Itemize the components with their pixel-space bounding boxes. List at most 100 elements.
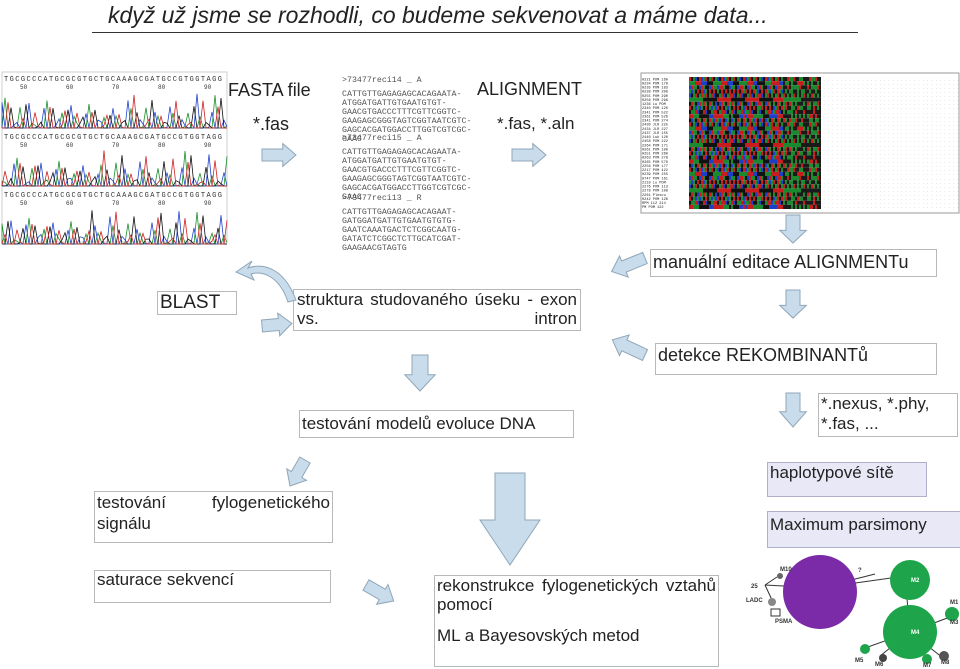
alignment-cell	[739, 180, 741, 185]
alignment-cell	[753, 155, 755, 160]
alignment-cell	[819, 134, 821, 139]
alignment-cell	[747, 184, 749, 189]
alignment-cell	[807, 188, 809, 193]
alignment-row-label: 0256 POM 296	[642, 99, 668, 103]
alignment-cell	[703, 118, 705, 123]
parsimony-box: Maximum parsimony	[767, 511, 960, 548]
alignment-cell	[759, 184, 761, 189]
alignment-cell	[805, 105, 807, 111]
alignment-cell	[713, 171, 715, 177]
alignment-cell	[781, 192, 783, 197]
alignment-cell	[723, 101, 725, 106]
alignment-cell	[711, 97, 713, 102]
alignment-cell	[737, 81, 739, 86]
alignment-cell	[701, 130, 703, 135]
alignment-cell	[735, 138, 737, 144]
alignment-cell	[703, 155, 705, 160]
alignment-cell	[803, 81, 805, 86]
alignment-cell	[711, 130, 713, 135]
alignment-cell	[729, 167, 731, 172]
alignment-cell	[743, 163, 745, 168]
alignment-cell	[765, 89, 767, 94]
alignment-cell	[733, 114, 735, 119]
arrow-edit-to-structure	[610, 251, 648, 278]
alignment-cell	[765, 122, 767, 127]
alignment-cell	[751, 192, 753, 197]
alignment-cell	[699, 101, 701, 106]
alignment-cell	[749, 126, 751, 131]
alignment-cell	[765, 101, 767, 106]
alignment-cell	[773, 188, 775, 193]
alignment-cell	[749, 122, 751, 127]
alignment-cell	[691, 89, 693, 94]
alignment-cell	[761, 85, 763, 90]
alignment-cell	[791, 159, 793, 164]
alignment-cell	[815, 138, 817, 144]
alignment-cell	[697, 188, 699, 193]
alignment-cell	[731, 143, 733, 148]
fasta-sequence-line: CATTGTTGAGAGAGCACAGAATA-	[342, 90, 462, 99]
alignment-cell	[797, 200, 799, 205]
alignment-cell	[715, 126, 717, 131]
alignment-cell	[791, 122, 793, 127]
alignment-cell	[717, 167, 719, 172]
alignment-cell	[711, 196, 713, 201]
alignment-cell	[689, 110, 691, 115]
alignment-cell	[695, 97, 697, 102]
alignment-cell	[725, 192, 727, 197]
alignment-row-label: 2256 POM 177	[642, 165, 668, 169]
alignment-cell	[699, 151, 701, 156]
alignment-cell	[739, 101, 741, 106]
alignment-cell	[699, 85, 701, 90]
alignment-cell	[757, 163, 759, 168]
alignment-cell	[689, 101, 691, 106]
alignment-cell	[789, 159, 791, 164]
alignment-cell	[741, 118, 743, 123]
alignment-cell	[801, 89, 803, 94]
alignment-cell	[699, 114, 701, 119]
alignment-cell	[751, 188, 753, 193]
alignment-cell	[697, 126, 699, 131]
alignment-cell	[697, 130, 699, 135]
alignment-cell	[693, 97, 695, 102]
alignment-cell	[753, 151, 755, 156]
alignment-cell	[803, 184, 805, 189]
alignment-cell	[813, 163, 815, 168]
alignment-cell	[793, 171, 795, 177]
alignment-cell	[789, 105, 791, 111]
alignment-cell	[785, 180, 787, 185]
alignment-cell	[813, 176, 815, 181]
alignment-cell	[803, 147, 805, 152]
alignment-cell	[735, 134, 737, 139]
alignment-cell	[793, 101, 795, 106]
alignment-cell	[811, 196, 813, 201]
alignment-cell	[737, 134, 739, 139]
alignment-cell	[757, 200, 759, 205]
alignment-cell	[755, 118, 757, 123]
alignment-cell	[711, 147, 713, 152]
alignment-cell	[763, 143, 765, 148]
alignment-cell	[787, 196, 789, 201]
alignment-cell	[697, 176, 699, 181]
alignment-cell	[817, 151, 819, 156]
arrow-recomb-to-formats-shape	[778, 392, 808, 428]
haplotype-box: haplotypové sítě	[767, 462, 927, 497]
alignment-cell	[773, 151, 775, 156]
alignment-cell	[701, 110, 703, 115]
alignment-cell	[691, 130, 693, 135]
alignment-cell	[729, 93, 731, 98]
alignment-cell	[721, 196, 723, 201]
alignment-cell	[689, 200, 691, 205]
alignment-cell	[791, 155, 793, 160]
alignment-cell	[789, 97, 791, 102]
alignment-cell	[719, 118, 721, 123]
alignment-cell	[759, 196, 761, 201]
alignment-cell	[689, 93, 691, 98]
alignment-cell	[785, 122, 787, 127]
alignment-cell	[791, 167, 793, 172]
alignment-cell	[749, 85, 751, 90]
alignment-cell	[813, 101, 815, 106]
alignment-cell	[745, 151, 747, 156]
alignment-cell	[713, 134, 715, 139]
alignment-cell	[791, 147, 793, 152]
